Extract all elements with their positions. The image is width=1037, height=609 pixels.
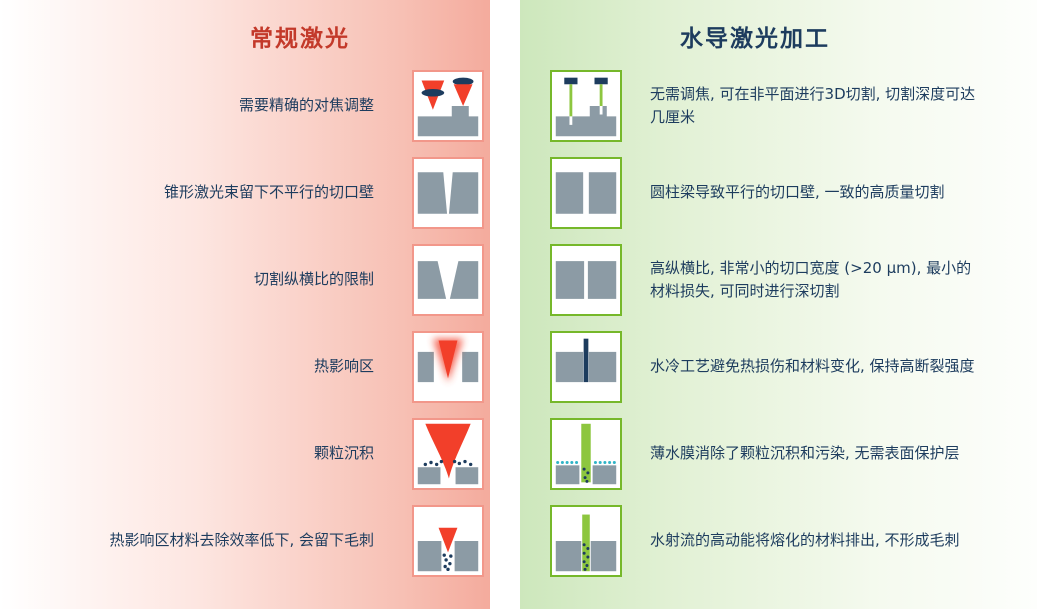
row-high-aspect: 高纵横比, 非常小的切口宽度 (>20 μm), 最小的材料损失, 可同时进行深… bbox=[520, 236, 1037, 323]
row-description: 高纵横比, 非常小的切口宽度 (>20 μm), 最小的材料损失, 可同时进行深… bbox=[650, 259, 972, 300]
aspect-ratio-limit-icon bbox=[412, 243, 484, 316]
row-melt-ejection: 水射流的高动能将熔化的材料排出, 不形成毛刺 bbox=[520, 497, 1037, 584]
water-guided-rows: 无需调焦, 可在非平面进行3D切割, 切割深度可达几厘米 圆柱梁导致平行的切口壁… bbox=[520, 62, 1037, 584]
precise-focus-icon bbox=[412, 69, 484, 142]
panel-divider bbox=[490, 0, 520, 609]
row-burr: 热影响区材料去除效率低下, 会留下毛刺 bbox=[0, 497, 490, 584]
row-aspect: 切割纵横比的限制 bbox=[0, 236, 490, 323]
tapered-kerf-icon bbox=[412, 156, 484, 229]
row-focus: 需要精确的对焦调整 bbox=[0, 62, 490, 149]
row-parallel-kerf: 圆柱梁导致平行的切口壁, 一致的高质量切割 bbox=[520, 149, 1037, 236]
water-guided-laser-panel: 水导激光加工 无需调焦, 可在非平面进行3D切割, 切割深度可达几厘米 bbox=[520, 0, 1037, 609]
row-description: 水射流的高动能将熔化的材料排出, 不形成毛刺 bbox=[650, 531, 960, 550]
row-water-film: 薄水膜消除了颗粒沉积和污染, 无需表面保护层 bbox=[520, 410, 1037, 497]
row-description: 无需调焦, 可在非平面进行3D切割, 切割深度可达几厘米 bbox=[650, 85, 976, 126]
no-focus-3d-cut-icon bbox=[550, 69, 622, 142]
row-label: 颗粒沉积 bbox=[313, 444, 374, 463]
water-guided-laser-title: 水导激光加工 bbox=[680, 26, 830, 52]
row-description: 薄水膜消除了颗粒沉积和污染, 无需表面保护层 bbox=[650, 444, 960, 463]
conventional-laser-title: 常规激光 bbox=[250, 26, 350, 52]
row-water-cooled: 水冷工艺避免热损伤和材料变化, 保持高断裂强度 bbox=[520, 323, 1037, 410]
heat-affected-zone-icon bbox=[412, 330, 484, 403]
row-label: 需要精确的对焦调整 bbox=[238, 96, 374, 115]
row-label: 切割纵横比的限制 bbox=[253, 270, 374, 289]
conventional-rows: 需要精确的对焦调整 锥形激光束留下不平行的切口壁 bbox=[0, 62, 490, 584]
row-label: 热影响区 bbox=[313, 357, 374, 376]
conventional-laser-panel: 常规激光 需要精确的对焦调整 锥形激光束留下不平行的切口壁 bbox=[0, 0, 490, 609]
row-no-focus: 无需调焦, 可在非平面进行3D切割, 切割深度可达几厘米 bbox=[520, 62, 1037, 149]
row-label: 热影响区材料去除效率低下, 会留下毛刺 bbox=[109, 531, 374, 550]
parallel-kerf-icon bbox=[550, 156, 622, 229]
thin-water-film-icon bbox=[550, 417, 622, 490]
row-particles: 颗粒沉积 bbox=[0, 410, 490, 497]
row-description: 圆柱梁导致平行的切口壁, 一致的高质量切割 bbox=[650, 183, 945, 202]
row-label: 锥形激光束留下不平行的切口壁 bbox=[163, 183, 374, 202]
high-aspect-ratio-icon bbox=[550, 243, 622, 316]
row-kerf: 锥形激光束留下不平行的切口壁 bbox=[0, 149, 490, 236]
melt-ejection-icon bbox=[550, 504, 622, 577]
row-description: 水冷工艺避免热损伤和材料变化, 保持高断裂强度 bbox=[650, 357, 975, 376]
particle-deposition-icon bbox=[412, 417, 484, 490]
water-cooled-icon bbox=[550, 330, 622, 403]
row-haz: 热影响区 bbox=[0, 323, 490, 410]
burr-icon bbox=[412, 504, 484, 577]
